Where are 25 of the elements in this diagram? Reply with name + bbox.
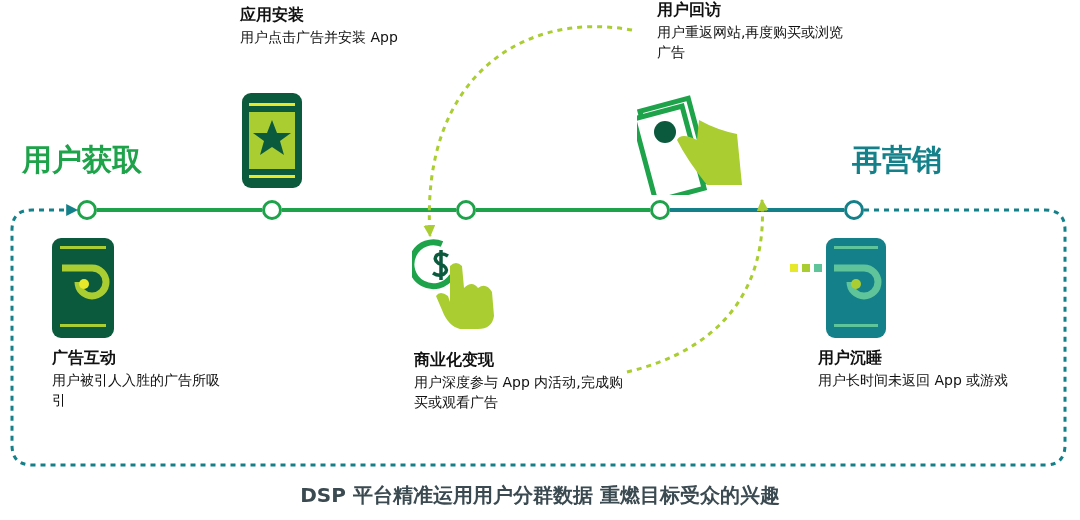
timeline-line <box>97 208 262 212</box>
stage-description: 用户长时间未返回 App 或游戏 <box>818 371 1010 390</box>
timeline-milestone <box>456 200 476 220</box>
stage-title: 用户沉睡 <box>818 348 883 369</box>
stage-description: 用户重返网站,再度购买或浏览广告 <box>657 23 845 62</box>
timeline-milestone <box>77 200 97 220</box>
dashed-arrow <box>626 198 769 374</box>
timeline-line <box>282 208 456 212</box>
stage-title: 广告互动 <box>52 348 117 369</box>
dashed-arrow <box>423 25 633 238</box>
caption: DSP 平台精准运用用户分群数据 重燃目标受众的兴趣 <box>300 483 780 507</box>
stage-title: 应用安装 <box>240 5 305 26</box>
dashed-arrow <box>10 204 1067 467</box>
stage-description: 用户深度参与 App 内活动,完成购买或观看广告 <box>414 373 624 412</box>
phase-heading: 再营销 <box>852 141 942 179</box>
timeline-milestone <box>262 200 282 220</box>
stage-description: 用户点击广告并安装 App <box>240 28 399 47</box>
timeline-milestone <box>650 200 670 220</box>
timeline-line <box>476 208 650 212</box>
stage-title: 商业化变现 <box>414 350 495 371</box>
stage-description: 用户被引人入胜的广告所吸引 <box>52 371 221 410</box>
phase-heading: 用户获取 <box>22 141 142 179</box>
timeline-line <box>670 208 844 212</box>
stage-title: 用户回访 <box>657 0 722 21</box>
timeline-milestone <box>844 200 864 220</box>
